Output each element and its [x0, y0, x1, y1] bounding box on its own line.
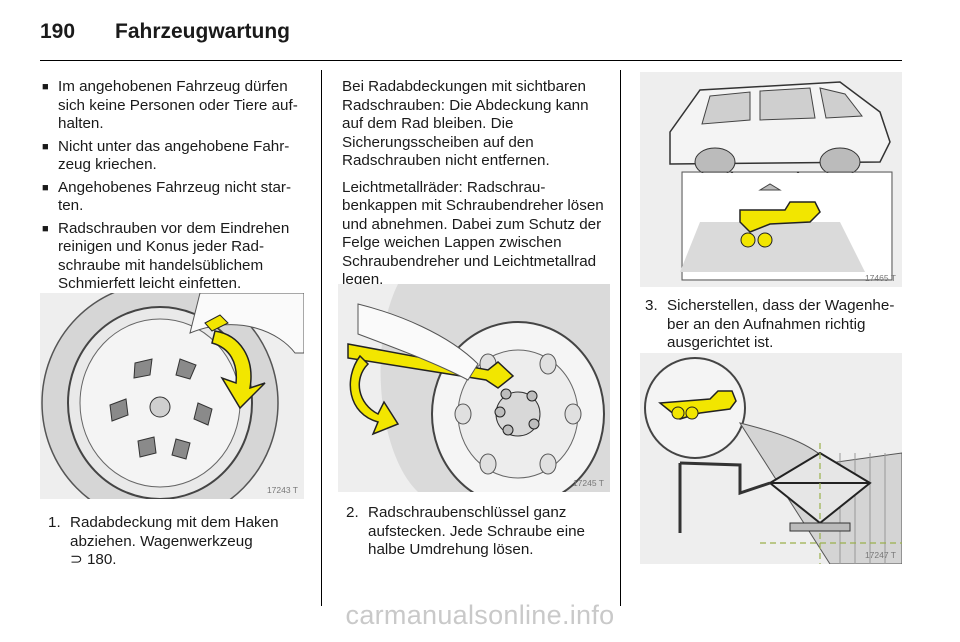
column-1: Im angehobenen Fahrzeug dürfen sich kein… — [42, 78, 304, 298]
list-item: Angehobenes Fahrzeug nicht star­ten. — [42, 179, 304, 216]
jack-alignment-figure: 17247 T — [640, 353, 902, 564]
hubcap-removal-figure: 17243 T — [40, 293, 304, 499]
hubcap-illustration — [41, 293, 304, 499]
step-number: 2. — [346, 504, 359, 521]
step-2: 2. Radschraubenschlüssel ganz aufstecken… — [346, 504, 608, 560]
step-text: Sicherstellen, dass der Wagenhe­ber an d… — [667, 297, 895, 351]
step-text: Radabdeckung mit dem Haken abziehen. Wag… — [70, 514, 279, 550]
page-title: Fahrzeugwartung — [115, 20, 291, 43]
header-rule — [40, 60, 902, 61]
page-reference: ⊃ 180. — [70, 551, 117, 568]
paragraph: Bei Radabdeckungen mit sichtba­ren Radsc… — [342, 78, 589, 169]
column-divider-2 — [620, 70, 621, 606]
jacking-points-illustration — [669, 81, 893, 281]
page-header: 190 Fahrzeugwartung — [40, 14, 290, 50]
safety-list: Im angehobenen Fahrzeug dürfen sich kein… — [42, 78, 304, 294]
list-item: Nicht unter das angehobene Fahr­zeug kri… — [42, 138, 304, 175]
page-number: 190 — [40, 20, 76, 43]
watermark: carmanualsonline.info — [345, 600, 615, 630]
figure-number: 17465 T — [864, 273, 896, 283]
step-1: 1. Radabdeckung mit dem Haken abziehen. … — [48, 514, 304, 570]
step-number: 1. — [48, 514, 61, 531]
step-3: 3. Sicherstellen, dass der Wagenhe­ber a… — [645, 297, 907, 353]
figure-number: 17243 T — [266, 485, 298, 495]
step-number: 3. — [645, 297, 658, 314]
wheel-wrench-illustration — [347, 284, 610, 492]
column-divider-1 — [321, 70, 322, 606]
column-2: Bei Radabdeckungen mit sichtba­ren Radsc… — [342, 78, 608, 298]
paragraph: Leichtmetallräder: Radschrau­benkappen m… — [342, 178, 604, 289]
jacking-points-figure: 17465 T — [640, 72, 902, 287]
list-item: Radschrauben vor dem Eindrehen reinigen … — [42, 220, 304, 294]
step-text: Radschraubenschlüssel ganz aufstecken. J… — [368, 504, 585, 558]
figure-number: 17247 T — [864, 550, 896, 560]
wheel-wrench-figure: 17245 T — [338, 284, 610, 492]
figure-number: 17245 T — [572, 478, 604, 488]
list-item: Im angehobenen Fahrzeug dürfen sich kein… — [42, 78, 304, 134]
jack-alignment-illustration — [644, 357, 902, 564]
